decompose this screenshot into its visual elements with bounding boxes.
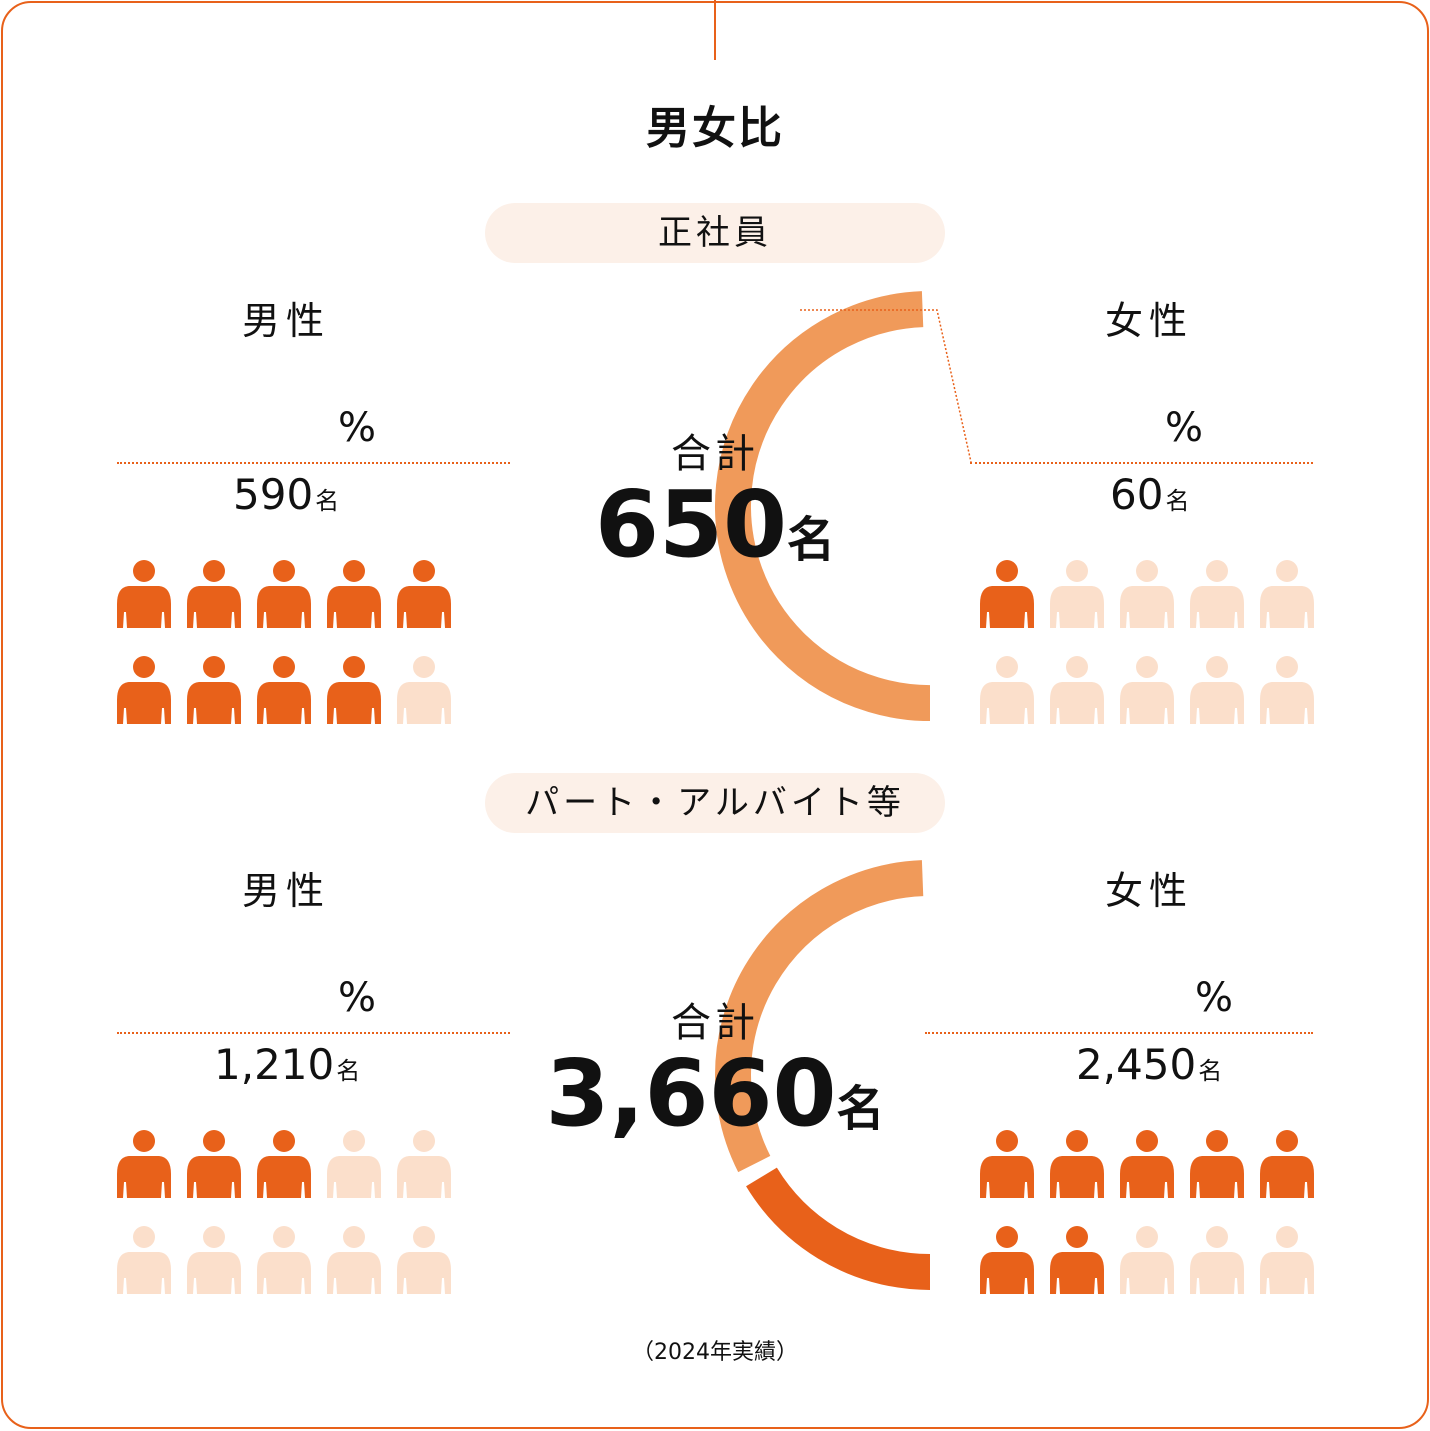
person-icon [980,1226,1034,1298]
female-percent: % [1165,405,1204,451]
donut-segment-female [746,1167,930,1290]
person-icon [1260,560,1314,632]
person-icon [117,656,171,728]
male-percent: % [338,405,377,451]
person-icon [1190,560,1244,632]
person-icon [1260,1130,1314,1202]
person-icon [257,1226,311,1298]
female-label: 女性 [1105,869,1194,913]
category-pill: パート・アルバイト等 [485,773,945,833]
person-icon [327,1226,381,1298]
male-count: 590名 [233,470,339,519]
category-pill: 正社員 [485,203,945,263]
person-icon [117,560,171,632]
person-icon [1260,656,1314,728]
person-icon [397,560,451,632]
person-icon [397,1226,451,1298]
person-icon [257,1130,311,1202]
unit: 名 [336,1057,361,1085]
unit: 名 [1165,487,1190,515]
female-icon-grid [980,560,1314,728]
total-value: 3,660 [545,1040,837,1147]
person-icon [1190,656,1244,728]
person-icon [397,1130,451,1202]
person-icon [257,560,311,632]
female-label: 女性 [1105,299,1194,343]
person-icon [1050,656,1104,728]
person-icon [1120,1226,1174,1298]
person-icon [980,656,1034,728]
person-icon [980,560,1034,632]
male-count-value: 590 [233,470,314,519]
footnote: （2024年実績） [632,1340,798,1365]
person-icon [187,1226,241,1298]
connector-line [714,0,716,60]
female-count-value: 60 [1110,470,1164,519]
person-icon [327,1130,381,1202]
male-count: 1,210名 [214,1040,360,1089]
male-icon-grid [117,560,451,728]
person-icon [327,560,381,632]
total-label: 合計 [671,431,759,477]
donut-segment-male [715,860,924,1173]
person-icon [1120,1130,1174,1202]
person-icon [257,656,311,728]
person-icon [187,1130,241,1202]
female-divider [970,462,1313,464]
person-icon [1050,1226,1104,1298]
person-icon [327,656,381,728]
male-percent: % [338,975,377,1021]
female-count: 2,450名 [1076,1040,1222,1089]
person-icon [397,656,451,728]
person-icon [117,1226,171,1298]
person-icon [187,656,241,728]
person-icon [117,1130,171,1202]
person-icon [1120,656,1174,728]
person-icon [1190,1226,1244,1298]
male-count-value: 1,210 [214,1040,335,1089]
male-label: 男性 [242,299,331,343]
person-icon [980,1130,1034,1202]
total-value: 650 [594,471,788,578]
person-icon [1050,560,1104,632]
leader-line [800,309,972,463]
person-icon [187,560,241,632]
person-icon [1050,1130,1104,1202]
unit: 名 [1198,1057,1223,1085]
female-count-value: 2,450 [1076,1040,1197,1089]
unit: 名 [836,1081,885,1137]
male-label: 男性 [242,869,331,913]
female-percent: % [1195,975,1234,1021]
page-title: 男女比 [646,103,784,154]
person-icon [1260,1226,1314,1298]
male-divider [117,1032,510,1034]
female-icon-grid [980,1130,1314,1298]
unit: 名 [315,487,340,515]
male-icon-grid [117,1130,451,1298]
person-icon [1190,1130,1244,1202]
donut-chart [715,291,930,721]
unit: 名 [787,512,836,568]
total-label: 合計 [671,1000,759,1046]
person-icon [1120,560,1174,632]
female-count: 60名 [1110,470,1189,519]
male-divider [117,462,510,464]
female-divider [925,1032,1313,1034]
donut-chart [715,860,930,1290]
donut-segment-male [715,291,930,721]
